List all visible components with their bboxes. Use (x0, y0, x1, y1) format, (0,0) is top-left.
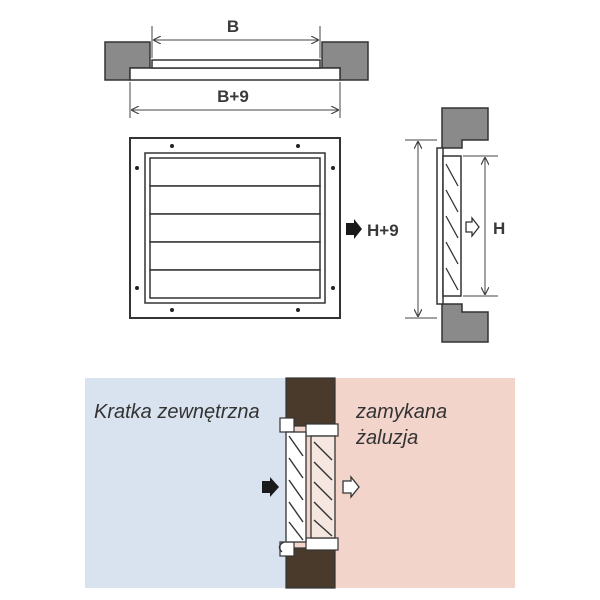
outer-grille-slats (288, 435, 304, 541)
outer-grille-flange-top (279, 417, 295, 433)
outer-grille-flange-bottom (279, 541, 295, 557)
label-h9-front: H+9 (367, 221, 399, 240)
label-b9: B+9 (217, 87, 249, 106)
front-view: H+9 (129, 137, 399, 319)
flow-arrow-filled-icon (346, 219, 362, 239)
grille-hook (278, 541, 285, 553)
section-view: Kratka zewnętrzna zamykana żaluzja (85, 377, 515, 589)
flow-arrow-filled-icon (262, 477, 279, 497)
side-frame (436, 147, 444, 305)
flow-arrow-outline-icon (342, 475, 360, 499)
side-slats (445, 163, 459, 291)
front-screw-holes (135, 144, 335, 312)
shutter-slats (313, 441, 333, 537)
label-outer-grille: Kratka zewnętrzna (94, 401, 260, 423)
outside-zone (85, 378, 290, 588)
label-b: B (227, 17, 239, 36)
side-wall-bottom (441, 303, 489, 343)
front-louvres (149, 157, 321, 299)
shutter-flange-top (305, 423, 339, 437)
label-shutter-line1: zamykana (355, 401, 447, 423)
shutter-flange-bottom (305, 537, 339, 551)
top-frame-plate (129, 67, 341, 81)
top-view: B B+9 (104, 17, 369, 118)
top-insert (151, 59, 321, 69)
outer-grille-body (285, 431, 307, 543)
label-h-side: H (493, 219, 505, 238)
side-wall-top (441, 107, 489, 149)
flow-arrow-outline-icon (465, 216, 480, 238)
side-view: H (405, 107, 505, 343)
label-shutter-line2: żaluzja (355, 427, 418, 449)
